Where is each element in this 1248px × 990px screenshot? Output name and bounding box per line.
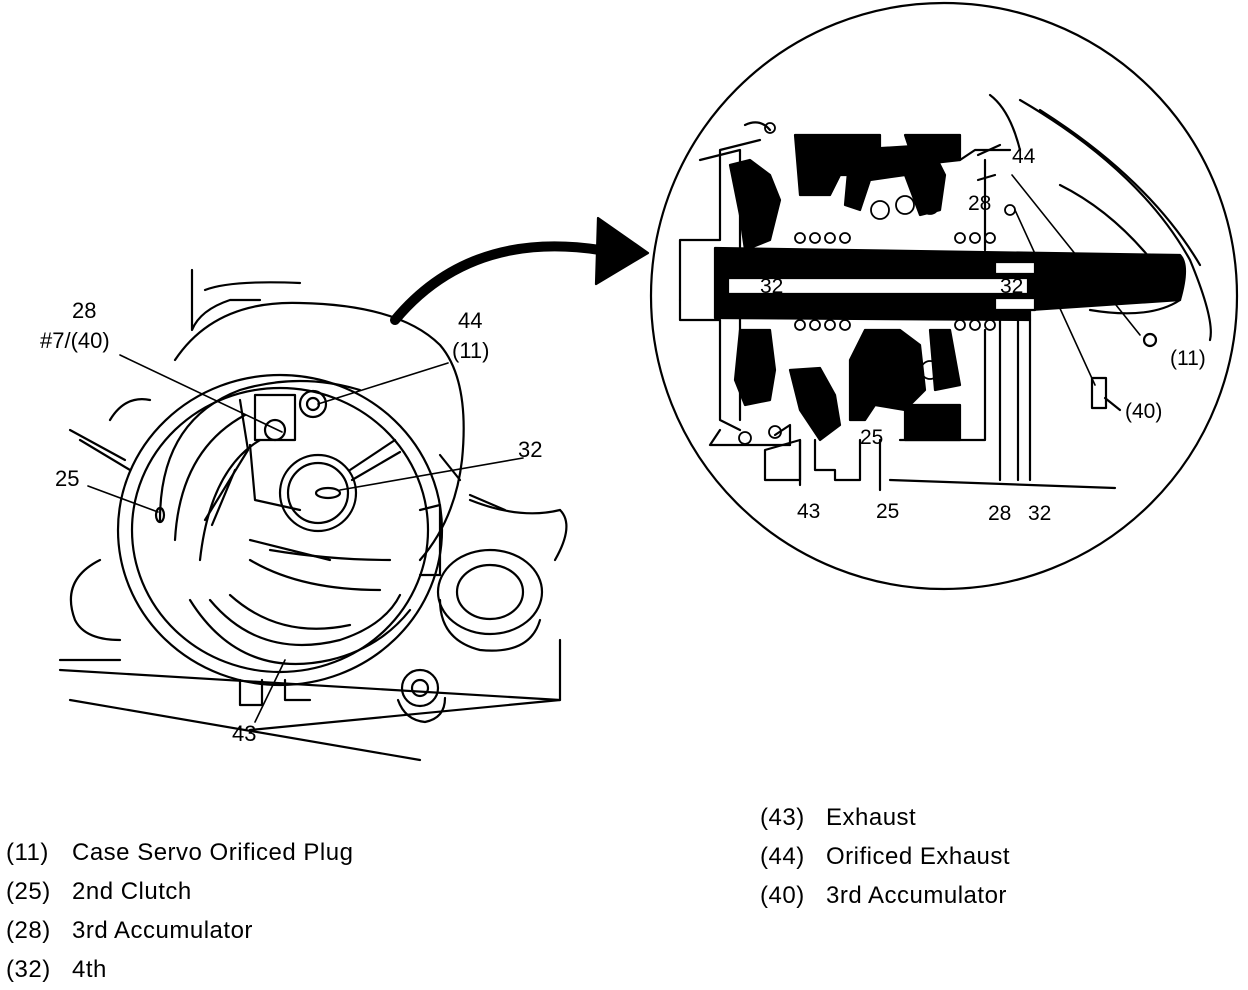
legend-text: Orificed Exhaust <box>826 843 1011 870</box>
callout-25-inner: 25 <box>860 426 883 449</box>
callout-32-left: 32 <box>518 437 542 462</box>
callout-25-right: 25 <box>876 500 899 523</box>
callout-28-bottom: 28 <box>988 502 1011 525</box>
callout-44-left: 44 <box>458 308 482 333</box>
callout-32-bottom: 32 <box>1028 502 1051 525</box>
legend-item: (11) Case Servo Orificed Plug <box>6 833 353 872</box>
callout-40-right: (40) <box>1125 400 1162 423</box>
callout-25-left: 25 <box>55 466 79 491</box>
legend-item: (25) 2nd Clutch <box>6 872 353 911</box>
right-leaders <box>1011 174 1141 386</box>
legend-item: (28) 3rd Accumulator <box>6 911 353 950</box>
legend-text: 3rd Accumulator <box>826 882 1007 909</box>
legend-left: (11) Case Servo Orificed Plug (25) 2nd Clu… <box>6 833 353 989</box>
callout-43-right: 43 <box>797 500 820 523</box>
legend-code: (40) <box>760 882 805 909</box>
case-drawing <box>58 268 568 762</box>
legend-code: (25) <box>6 878 51 905</box>
legend-text: 2nd Clutch <box>72 878 192 905</box>
legend-text: 3rd Accumulator <box>72 917 253 944</box>
legend-item: (44) Orificed Exhaust <box>760 837 1010 876</box>
legend-item: (32) 4th <box>6 950 353 989</box>
callout-32-shaft-a: 32 <box>760 275 783 298</box>
legend-right: (43) Exhaust (44) Orificed Exhaust (40) 3rd… <box>760 798 1010 915</box>
legend-item: (43) Exhaust <box>760 798 1010 837</box>
callout-11-right: (11) <box>1170 347 1206 370</box>
legend-item: (40) 3rd Accumulator <box>760 876 1010 915</box>
legend-text: 4th <box>72 956 107 983</box>
callout-43-left: 43 <box>232 721 256 746</box>
legend-code: (44) <box>760 843 805 870</box>
magnify-arrow <box>390 216 650 325</box>
legend-code: (28) <box>6 917 51 944</box>
left-leaders <box>87 354 524 723</box>
callout-32-shaft-b: 32 <box>1000 275 1023 298</box>
legend-code: (11) <box>6 839 49 866</box>
legend-code: (32) <box>6 956 51 983</box>
callout-11-left: (11) <box>452 338 490 363</box>
callout-28-right: 28 <box>968 192 991 215</box>
callout-44-right: 44 <box>1012 145 1036 168</box>
callout-28-left: 28 <box>72 298 96 323</box>
legend-text: Case Servo Orificed Plug <box>72 839 354 866</box>
legend-code: (43) <box>760 804 805 831</box>
magnified-detail <box>649 1 1239 591</box>
legend-text: Exhaust <box>826 804 917 831</box>
callout-7-40-left: #7/(40) <box>40 328 110 353</box>
